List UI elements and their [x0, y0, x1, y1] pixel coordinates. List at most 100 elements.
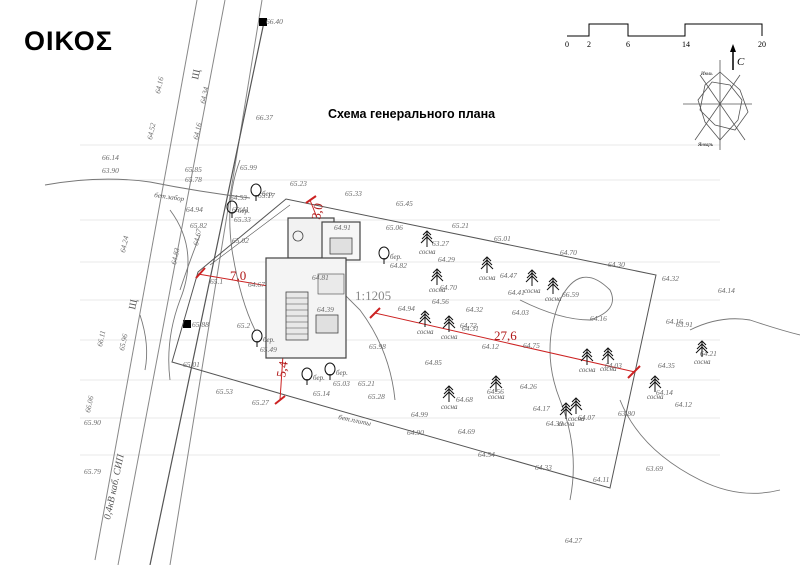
elevation-mark: 65.21 [358, 379, 375, 388]
elevation-mark: 64.11 [593, 475, 609, 484]
elevation-mark: 65.82 [190, 221, 207, 230]
tree-label: бер. [238, 207, 250, 215]
tree-label: бер. [390, 253, 402, 261]
dimension-top: 3,0 [308, 202, 326, 221]
dimension-left: 7,0 [230, 268, 246, 283]
tree-label: сосна [545, 295, 562, 303]
elevation-mark: 64.29 [438, 255, 455, 264]
pine-tree-icon: сосна [479, 256, 496, 282]
pine-tree-icon: сосна [441, 385, 458, 411]
road-label-top: Щ [190, 68, 203, 80]
elevation-mark: 63.90 [102, 166, 119, 175]
power-line [149, 21, 265, 565]
wind-rose [683, 60, 752, 150]
scale-bar [567, 23, 763, 37]
elevation-mark: 65.2 [237, 321, 250, 330]
elevation-mark: 64.81 [312, 273, 329, 282]
elevation-mark: 66.59 [562, 290, 579, 299]
elevation-mark: 64.24 [118, 235, 130, 254]
elevation-mark: 65.27 [252, 398, 269, 407]
elevation-mark: 64.82 [390, 261, 407, 270]
tree-label: сосна [441, 403, 458, 411]
elevation-mark: 64.56 [432, 297, 449, 306]
elevation-mark: 64.07 [578, 413, 595, 422]
elevation-mark: 64.68 [456, 395, 473, 404]
dimension-ticks [195, 195, 641, 405]
birch-tree-icon: бер. [251, 329, 275, 347]
elevation-mark: 66.06 [83, 395, 95, 414]
elevation-mark: 64.90 [407, 428, 424, 437]
elevation-mark: 64.53 [230, 193, 247, 202]
background-grid [80, 144, 720, 456]
elevation-mark: 65.01 [183, 360, 200, 369]
elevation-mark: 64.14 [718, 286, 735, 295]
elevation-mark: 64.83 [169, 247, 181, 266]
elevation-mark: 63.91 [676, 320, 693, 329]
tree-label: сосна [568, 415, 585, 423]
parcel-boundary [171, 198, 657, 489]
pine-tree-icon: сосна [579, 348, 596, 374]
elevation-mark: 65.99 [240, 163, 257, 172]
elevation-mark: 66.11 [95, 330, 107, 348]
elevation-mark: 65.21 [452, 221, 469, 230]
elevation-mark: 64.12 [675, 400, 692, 409]
elevation-mark: 64.99 [411, 410, 428, 419]
pine-tree-icon: сосна [524, 269, 541, 295]
elevation-mark: 65.78 [185, 175, 202, 184]
elevation-mark: 64.67 [248, 280, 265, 289]
elevation-mark: 64.94 [398, 304, 415, 313]
elevation-mark: 65.06 [386, 223, 403, 232]
elevation-mark: 64.34 [198, 86, 210, 105]
elevation-mark: 64.16 [191, 122, 203, 141]
scale-tick-0: 0 [565, 40, 569, 49]
elevation-mark: 65.45 [396, 199, 413, 208]
tree-label: сосна [558, 420, 575, 428]
pine-tree-icon: сосна [694, 340, 711, 366]
pine-tree-icon: сосна [419, 230, 436, 256]
elevation-mark: 64.67 [191, 228, 203, 247]
elevation-mark: 65.33 [345, 189, 362, 198]
elevation-mark: 64.85 [425, 358, 442, 367]
elevation-mark: 65.01 [494, 234, 511, 243]
tree-label: сосна [647, 393, 664, 401]
elevation-mark: 64.16 [590, 314, 607, 323]
power-pole-mid [183, 320, 191, 328]
pine-tree-icon: сосна [647, 375, 664, 401]
parcel-number: 1:1205 [355, 288, 391, 303]
birch-tree-icon: бер. [226, 200, 250, 218]
elevation-mark: 64.73 [460, 321, 477, 330]
elevation-mark: 65.90 [84, 418, 101, 427]
scale-tick-6: 6 [626, 40, 630, 49]
elevation-mark: 64.32 [662, 274, 679, 283]
elevation-mark: 64.75 [523, 341, 540, 350]
elevation-mark: 65.79 [84, 467, 101, 476]
scale-tick-20: 20 [758, 40, 766, 49]
elevation-mark: 65.03 [333, 379, 350, 388]
tree-label: сосна [694, 358, 711, 366]
elevation-mark: 65.85 [185, 165, 202, 174]
tree-label: сосна [419, 248, 436, 256]
dimension-right: 27,6 [494, 328, 517, 343]
elevation-mark: 65.98 [369, 342, 386, 351]
elevation-mark: 64.30 [608, 260, 625, 269]
elevation-mark: 65.88 [192, 320, 209, 329]
tree-label: сосна [579, 366, 596, 374]
tree-label: сосна [429, 286, 446, 294]
tree-label: сосна [524, 287, 541, 295]
elevation-mark: 66.37 [256, 113, 273, 122]
pine-tree-icon: сосна [545, 277, 562, 303]
birch-tree-icon: бер. [301, 367, 325, 385]
elevation-mark: 64.52 [145, 122, 157, 141]
elevation-mark: 64.17 [533, 404, 550, 413]
elevation-mark: 64.47 [500, 271, 517, 280]
elevation-mark: 64.16 [666, 317, 683, 326]
elevation-mark: 64.69 [458, 427, 475, 436]
elevation-mark: 64.03 [605, 361, 622, 370]
elevation-mark: 65.17 [258, 191, 275, 200]
rose-label-july: Июль [700, 72, 713, 77]
elevation-mark: 64.70 [560, 248, 577, 257]
elevation-mark: 65.02 [232, 236, 249, 245]
